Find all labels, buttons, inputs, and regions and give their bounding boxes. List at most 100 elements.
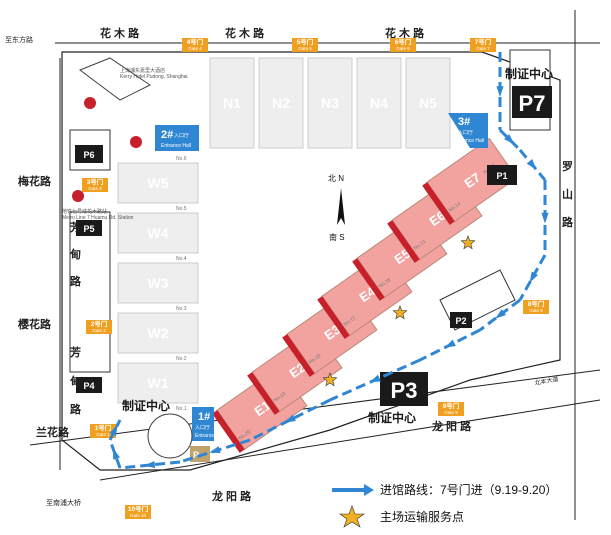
- gate-badge: [470, 38, 496, 52]
- legend-route-arrow-icon: [364, 484, 374, 496]
- entrance-3-cn: 入口厅: [458, 130, 473, 136]
- compass-needle-icon: [337, 188, 345, 225]
- route-arrow-icon: [504, 134, 515, 145]
- gate-label-cn: 3号门: [87, 177, 104, 186]
- route-arrow-icon: [112, 448, 120, 460]
- hall-label-w2: W2: [148, 325, 169, 341]
- road-label-fangdian-2c: 路: [70, 402, 82, 416]
- gate-label-cn: 2号门: [91, 319, 108, 328]
- road-label-yinghua: 樱花路: [18, 317, 52, 331]
- road-label-fangdian-2a: 芳: [70, 345, 81, 359]
- parking-rp-label: P: [193, 450, 199, 460]
- parking-p6-badge: [75, 145, 103, 163]
- parking-p7-label: P7: [519, 91, 546, 116]
- compass-north: 北 N: [328, 174, 344, 183]
- entrance-1-en: Entrance Hall: [195, 433, 225, 439]
- legend-service-label: 主场运输服务点: [380, 509, 464, 524]
- hotel-label: 上海浦东嘉里大酒店: [120, 67, 165, 74]
- parking-p3-label: P3: [391, 378, 418, 403]
- gate-label-en: Gate 10: [130, 513, 147, 518]
- entrance-1-num: 1#: [198, 411, 210, 423]
- gate-label-en: Gate 2: [92, 328, 106, 333]
- hall-number-w: No.2: [176, 356, 187, 362]
- hall-label-n2: N2: [272, 95, 290, 111]
- entrance-3-num: 3#: [458, 116, 470, 128]
- parking-rp-badge: [190, 446, 210, 462]
- road-label-luoshan-c: 路: [562, 215, 574, 229]
- gate-badge: [292, 38, 318, 52]
- road-line-longyang-inner: [99, 399, 601, 481]
- gate-label-en: Gate 3: [88, 186, 102, 191]
- service-point-star-icon: [392, 305, 408, 320]
- gate-label-cn: 6号门: [395, 37, 412, 46]
- road-label-luoshan-b: 山: [562, 187, 573, 201]
- east-halls: E1E2E3E4E5E6E7No.20No.19No.18No.17No.16N…: [212, 137, 518, 453]
- gate-badge: [182, 38, 208, 52]
- route-arrow-icon: [369, 374, 381, 383]
- hall-label-n5: N5: [419, 95, 437, 111]
- hall-e1-edge: [212, 410, 245, 453]
- hall-n4: [356, 57, 402, 149]
- entrance-2-cn: 入口厅: [174, 133, 189, 139]
- hall-label-e7: E7: [461, 170, 483, 191]
- hotel-building: [78, 57, 151, 101]
- road-label-fangdian-1c: 路: [70, 274, 82, 288]
- entrance-2-en: Entrance Hall: [161, 143, 191, 149]
- hall-label-w5: W5: [148, 175, 169, 191]
- parking-p3-badge: [380, 372, 428, 406]
- hall-e5-edge: [352, 258, 385, 301]
- route-arrow-icon: [495, 309, 506, 319]
- metro-icon: [72, 190, 84, 202]
- hall-label-n4: N4: [370, 95, 388, 111]
- hall-w1: [117, 362, 199, 404]
- gate-label-cn: 4号门: [187, 37, 204, 46]
- hall-e7-edge: [422, 182, 455, 225]
- route-arrow-icon: [541, 212, 549, 224]
- gate-label-cn: 10号门: [128, 504, 149, 513]
- road-label-to-dongfang: 至东方路: [5, 35, 33, 44]
- parking-p4-label: P4: [83, 381, 94, 391]
- compass-south: 南 S: [329, 232, 345, 242]
- cert-center-top: 制证中心: [505, 66, 553, 81]
- gate-label-cn: 7号门: [475, 37, 492, 46]
- road-label-longyang-1: 龙 阳 路: [431, 419, 472, 433]
- gate-badge: [438, 402, 464, 416]
- hall-number-w: No.5: [176, 206, 187, 212]
- gate-badge: [86, 320, 112, 334]
- gate-badge: [82, 178, 108, 192]
- route-segment: [518, 254, 547, 301]
- parking-p7-badge: [512, 86, 552, 118]
- route-segment: [108, 439, 122, 469]
- entrance-2-num: 2#: [161, 129, 173, 141]
- hall-label-w4: W4: [148, 225, 169, 241]
- roundabout: [147, 413, 193, 459]
- gate-label-cn: 8号门: [528, 299, 545, 308]
- legend-route-label: 进馆路线：7号门进（9.19-9.20）: [380, 482, 557, 497]
- hall-number-w: No.6: [176, 156, 187, 162]
- hall-n3: [307, 57, 353, 149]
- hall-label-w1: W1: [148, 375, 169, 391]
- route-arrow-icon: [496, 86, 504, 97]
- parking-p5-label: P5: [83, 224, 94, 234]
- hall-e4-edge: [317, 296, 350, 339]
- road-label-fangdian-1b: 甸: [69, 247, 81, 261]
- parking-p2-badge: [450, 312, 472, 328]
- route-arrow-icon: [284, 414, 296, 423]
- legend-star-icon: [339, 505, 365, 528]
- service-point-star-icon: [322, 372, 338, 387]
- parking-p6-label: P6: [83, 150, 94, 160]
- hotel-sublabel: Kerry Hotel Pudong, Shanghai: [120, 74, 188, 80]
- gate-label-en: Gate 8: [529, 308, 543, 313]
- road-label-huamu-3: 花 木 路: [385, 26, 425, 40]
- hall-label-w3: W3: [148, 275, 169, 291]
- parking-p2-label: P2: [455, 316, 466, 326]
- cert-center-left: 制证中心: [122, 398, 170, 413]
- entrance-2-box: [155, 125, 199, 151]
- entrance-1-box: [192, 407, 214, 441]
- road-label-lanhua: 兰花路: [36, 425, 70, 439]
- hall-n1: [209, 57, 255, 149]
- gate-badge: [90, 424, 116, 438]
